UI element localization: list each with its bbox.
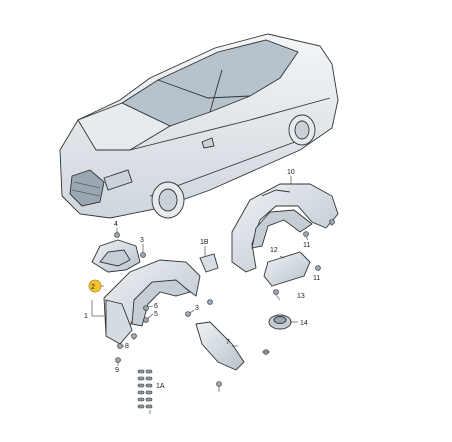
- component-14: [268, 314, 292, 330]
- fastener-11b: [329, 219, 335, 225]
- car-grille: [69, 169, 105, 207]
- callout-14: 14: [300, 320, 308, 327]
- callout-1a: 1A: [156, 383, 165, 390]
- callout-1: 1: [84, 313, 88, 320]
- car-roof-line: [157, 79, 251, 99]
- fastener-11c: [315, 265, 321, 271]
- fastener-8: [117, 343, 123, 349]
- bracket-1b: [199, 253, 219, 273]
- liner-rear-inner: [251, 209, 313, 249]
- side-sill-panel: [195, 321, 245, 371]
- clip-set-1a: [137, 369, 153, 409]
- callout-11-b: 11: [313, 275, 320, 282]
- callout-7: 7: [226, 339, 230, 346]
- fastener-3-top: [140, 252, 146, 258]
- callout-12: 12: [270, 247, 278, 254]
- callout-3-mid: 3: [195, 305, 199, 312]
- callout-2: 2: [91, 284, 95, 291]
- fastener-4-low: [131, 333, 137, 339]
- front-wheel-housing-liner: [103, 259, 201, 345]
- car-illustration: [59, 33, 339, 219]
- callout-1b: 1B: [200, 239, 209, 246]
- fastener-9: [115, 357, 121, 363]
- fastener-5: [143, 317, 149, 323]
- fastener-5-low: [207, 299, 213, 305]
- fastener-13: [273, 289, 279, 295]
- car-side-window-divider: [209, 69, 223, 113]
- callout-8: 8: [125, 343, 129, 350]
- callout-labels: 2 1 4 3 1B 3 5 6 8 9 7 1A 10 11 11 12 13…: [84, 169, 320, 390]
- fastener-3-bottom: [216, 381, 222, 387]
- fastener-11a: [303, 231, 309, 237]
- car-windows: [121, 39, 299, 127]
- car-side-line: [129, 97, 331, 151]
- callout-5: 5: [154, 311, 158, 318]
- callout-11-a: 11: [303, 242, 310, 249]
- fastener-3-mid: [185, 311, 191, 317]
- callout-13: 13: [297, 293, 305, 300]
- car-hood: [77, 102, 171, 151]
- liner-rear-shell: [231, 183, 339, 273]
- fastener-4: [114, 232, 120, 238]
- bracket-12-13: [263, 251, 311, 287]
- callout-6: 6: [154, 303, 158, 310]
- callout-3-top: 3: [140, 237, 144, 244]
- callout-9: 9: [115, 367, 119, 374]
- liner-front-lower: [105, 299, 133, 345]
- car-headlight: [103, 169, 133, 191]
- liner-front-inner: [131, 279, 191, 327]
- callout-4-top: 4: [114, 221, 118, 228]
- car-mirror: [201, 137, 215, 149]
- upper-bracket: [91, 239, 141, 273]
- highlight-marker-item-2: [88, 279, 102, 293]
- rear-wheel-housing-liner: [231, 183, 339, 273]
- fasteners: [114, 219, 335, 387]
- callout-10: 10: [287, 169, 295, 176]
- leader-lines: [91, 176, 333, 414]
- fastener-6: [143, 305, 149, 311]
